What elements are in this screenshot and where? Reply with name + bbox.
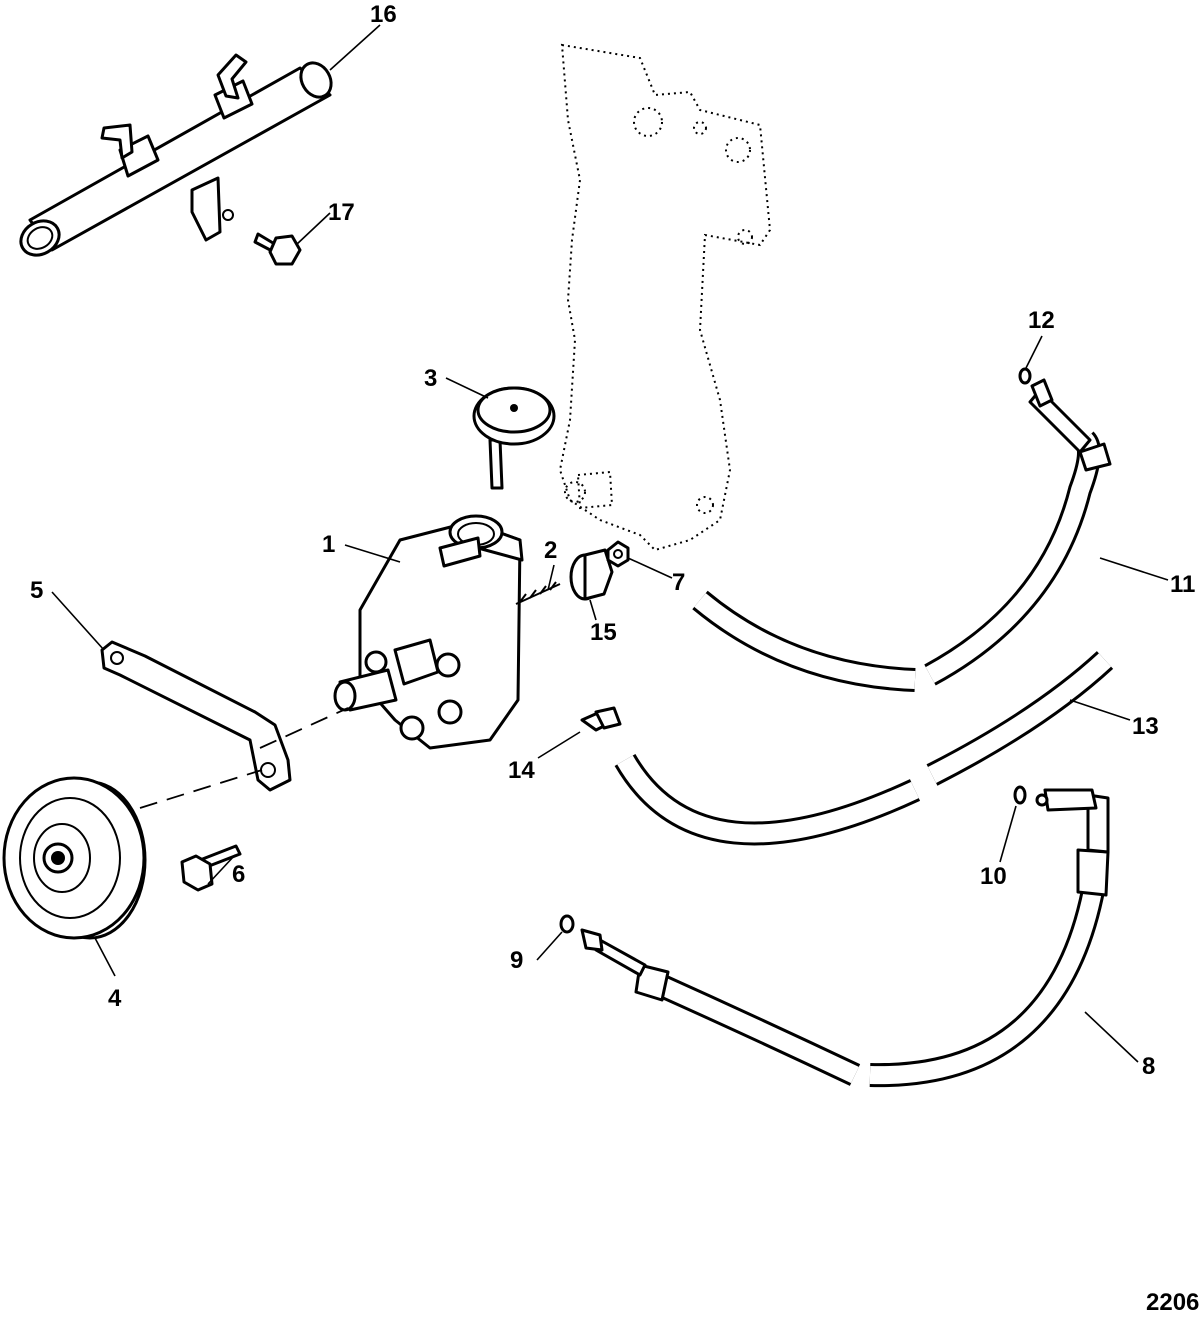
return-hose-lower (614, 753, 921, 846)
brace-bolt (180, 844, 242, 892)
leader-15 (589, 599, 597, 621)
callout-12: 12 (1028, 307, 1055, 334)
leader-6 (207, 854, 236, 885)
o-ring-9 (559, 914, 575, 934)
leader-2 (547, 564, 555, 591)
leader-1 (344, 544, 401, 563)
o-ring-12 (1018, 367, 1032, 385)
leader-14 (537, 731, 581, 759)
mounting-bracket-outline (558, 43, 772, 552)
callout-16: 16 (370, 1, 397, 28)
callout-labels: 1 2 3 4 5 6 7 8 9 10 11 12 13 14 15 16 1… (30, 1, 1195, 1080)
tube-bolt (253, 232, 302, 266)
stud-nut (606, 540, 630, 568)
pressure-hose (924, 378, 1112, 686)
pump-brace (100, 640, 292, 792)
callout-13: 13 (1132, 713, 1159, 740)
callout-3: 3 (424, 365, 437, 392)
callout-11: 11 (1170, 571, 1195, 598)
reservoir-hose (926, 651, 1114, 786)
o-ring-10 (1013, 785, 1027, 805)
hose-fitting (580, 706, 622, 732)
leader-4 (94, 937, 116, 977)
callout-5: 5 (30, 577, 43, 604)
leader-7 (627, 557, 673, 579)
power-steering-pump (333, 514, 524, 750)
return-hose-upper (692, 590, 916, 692)
callout-10: 10 (980, 863, 1007, 890)
alignment-line-upper (259, 707, 349, 749)
pump-hose-assembly (580, 788, 1110, 1088)
callout-4: 4 (108, 985, 122, 1012)
leader-9 (536, 931, 563, 961)
leader-3 (445, 377, 489, 399)
pump-pulley (2, 776, 147, 940)
alignment-line-lower (139, 769, 263, 809)
leader-lines (51, 24, 1169, 1063)
callout-7: 7 (672, 569, 685, 596)
leader-10 (999, 805, 1017, 863)
callout-14: 14 (508, 757, 535, 784)
callout-17: 17 (328, 199, 355, 226)
leader-11 (1099, 557, 1169, 581)
callout-6: 6 (232, 861, 245, 888)
callout-2: 2 (544, 537, 557, 564)
leader-5 (51, 591, 105, 651)
callout-1: 1 (322, 531, 335, 558)
leader-17 (295, 212, 331, 246)
reservoir-cap (472, 386, 556, 490)
water-tube (19, 53, 333, 257)
spacer (569, 548, 614, 601)
callout-15: 15 (590, 619, 617, 646)
leader-13 (1069, 699, 1131, 721)
leader-16 (329, 24, 381, 71)
pump-stud (515, 581, 561, 605)
callout-8: 8 (1142, 1053, 1155, 1080)
figure-number: 2206 (1146, 1289, 1199, 1316)
leader-12 (1025, 335, 1043, 369)
callout-9: 9 (510, 947, 523, 974)
leader-8 (1084, 1011, 1139, 1063)
